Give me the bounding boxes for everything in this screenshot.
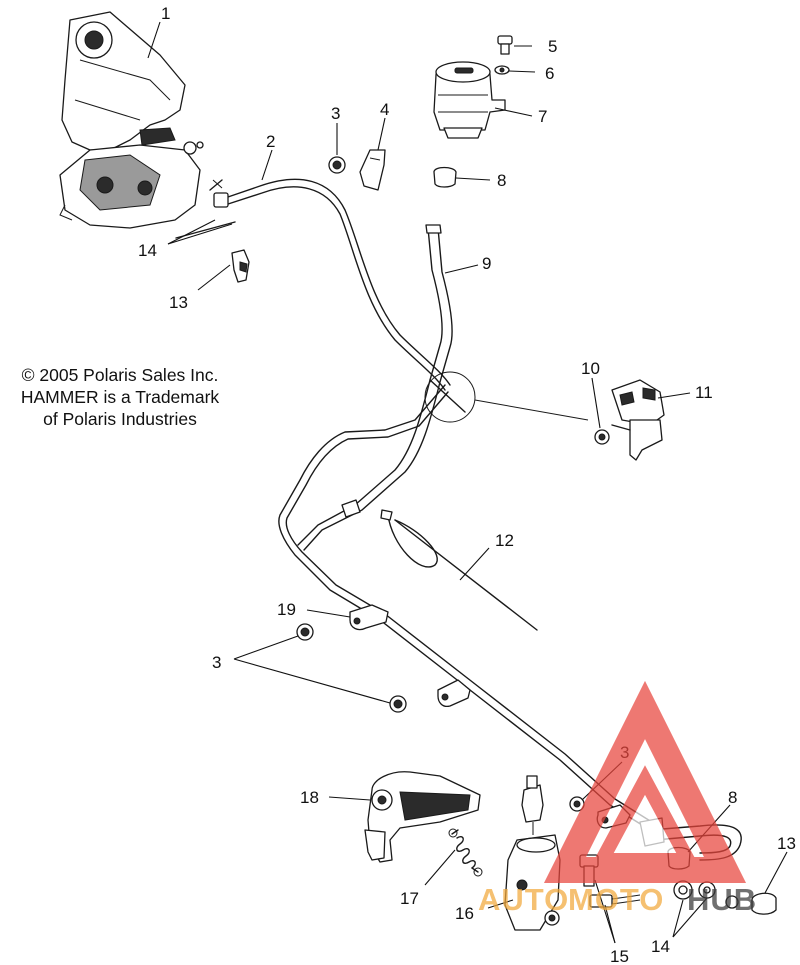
- fitting-13-lower-part: [751, 892, 777, 915]
- watermark-logo: AUTO MOTO HUB: [478, 680, 757, 917]
- callout-2: 2: [266, 132, 275, 151]
- cable-tie-12-part: [380, 509, 538, 631]
- brake-line-main-part: [278, 384, 656, 831]
- leader-lines: [147, 21, 788, 944]
- callout-11: 11: [695, 383, 713, 402]
- callout-13-lower: 13: [777, 834, 796, 853]
- callout-16: 16: [455, 904, 474, 923]
- nut-3-mid-b-part: [389, 695, 407, 713]
- watermark-text-hub: HUB: [687, 882, 757, 917]
- grommet-8-top-part: [433, 166, 457, 188]
- callout-10: 10: [581, 359, 600, 378]
- callout-12: 12: [495, 531, 514, 550]
- callout-5: 5: [548, 37, 557, 56]
- clamp-lower-part: [437, 679, 471, 708]
- caliper-assembly-part: [59, 11, 204, 229]
- nut-3-top-part: [328, 156, 346, 174]
- brake-pedal-18-part: [364, 771, 481, 863]
- callout-14-upper: 14: [138, 241, 157, 260]
- copyright-line-3: of Polaris Industries: [43, 409, 197, 429]
- copyright-line-1: © 2005 Polaris Sales Inc.: [21, 365, 219, 385]
- nut-3-mid-a-part: [296, 623, 314, 641]
- clamp-19-part: [349, 604, 389, 631]
- callout-19: 19: [277, 600, 296, 619]
- detail-zoom-circle: [424, 371, 589, 423]
- callout-13-upper: 13: [169, 293, 188, 312]
- callout-7: 7: [538, 107, 547, 126]
- callout-1: 1: [161, 4, 170, 23]
- brake-line-upper-part: [212, 178, 451, 391]
- callout-6: 6: [545, 64, 554, 83]
- fitting-10-part: [594, 429, 610, 445]
- bolt-5-part: [497, 35, 513, 55]
- reservoir-7-part: [433, 61, 506, 139]
- master-cylinder-16-part: [504, 775, 561, 931]
- watermark-text-moto: MOTO: [568, 882, 664, 917]
- fitting-13-upper-part: [231, 249, 250, 283]
- callout-8-top: 8: [497, 171, 506, 190]
- nut-3-lower-part: [569, 796, 585, 812]
- vent-hose-9-part: [297, 224, 453, 551]
- copyright-line-2: HAMMER is a Trademark: [20, 387, 220, 407]
- callout-8-lower: 8: [728, 788, 737, 807]
- brake-switch-11-part: [611, 379, 665, 461]
- washer-6-part: [494, 65, 510, 75]
- callout-14-lower: 14: [651, 937, 670, 956]
- spring-17-part: [448, 828, 483, 877]
- copyright-notice: © 2005 Polaris Sales Inc. HAMMER is a Tr…: [0, 364, 240, 430]
- washers-14-lower-part: [673, 880, 739, 909]
- callout-18: 18: [300, 788, 319, 807]
- callout-9: 9: [482, 254, 491, 273]
- bracket-4-part: [359, 149, 386, 191]
- callout-15: 15: [610, 947, 629, 965]
- callout-17: 17: [400, 889, 419, 908]
- watermark-text-auto: AUTO: [478, 882, 569, 917]
- callout-numbers: 1 2 3 4 5 6 7 8 9 10 11 12 13 14 19 3 3 …: [138, 4, 796, 965]
- callout-4: 4: [380, 100, 389, 119]
- callout-3-top: 3: [331, 104, 340, 123]
- callout-3-mid: 3: [212, 653, 221, 672]
